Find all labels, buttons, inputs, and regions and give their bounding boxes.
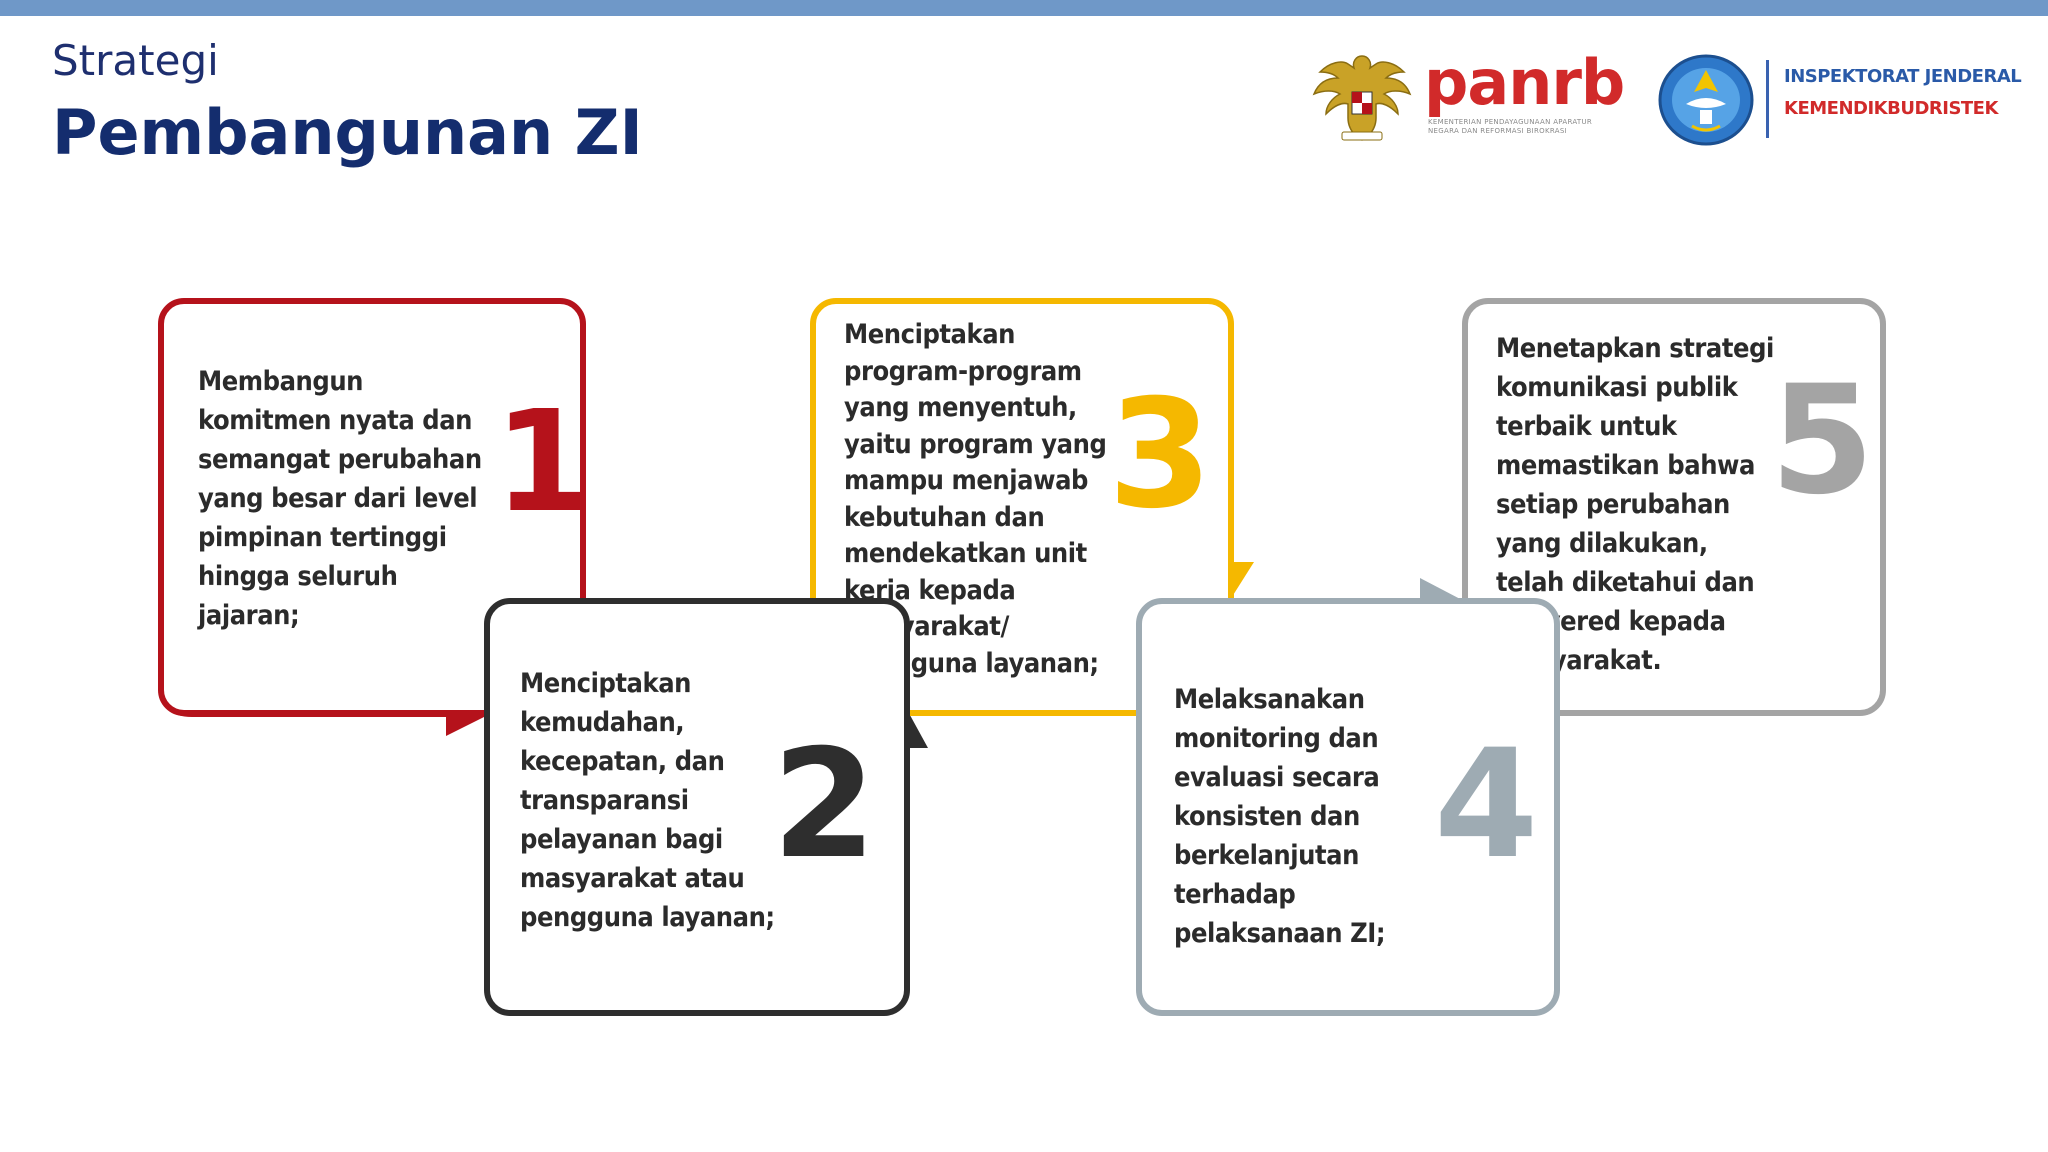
inspektorat-label: INSPEKTORAT JENDERAL [1784,66,2022,87]
top-accent-bar [0,0,2048,16]
kemendikbudristek-label: KEMENDIKBUDRISTEK [1784,98,1998,119]
panrb-caption: KEMENTERIAN PENDAYAGUNAAN APARATUR NEGAR… [1428,118,1593,135]
slide-subtitle: Strategi [52,36,219,85]
step-text-2: Menciptakan kemudahan, kecepatan, dan tr… [520,668,775,933]
step-text-4: Melaksanakan monitoring dan evaluasi sec… [1174,684,1386,949]
step-text-5: Menetapkan strategi komunikasi publik te… [1496,333,1774,676]
garuda-emblem-icon [1312,55,1412,141]
step-number-5: 5 [1770,354,1875,528]
tut-wuri-handayani-emblem-icon [1658,54,1754,146]
logo-divider [1766,60,1769,138]
step-box-2 [484,598,910,1016]
step-text-1: Membangun komitmen nyata dan semangat pe… [198,366,482,631]
step-number-3: 3 [1108,368,1213,542]
panrb-wordmark: panrb [1424,46,1625,119]
step-number-2: 2 [772,718,877,892]
step-number-1: 1 [494,381,592,544]
step-number-4: 4 [1434,718,1539,892]
slide-title: Pembangunan ZI [52,96,643,169]
